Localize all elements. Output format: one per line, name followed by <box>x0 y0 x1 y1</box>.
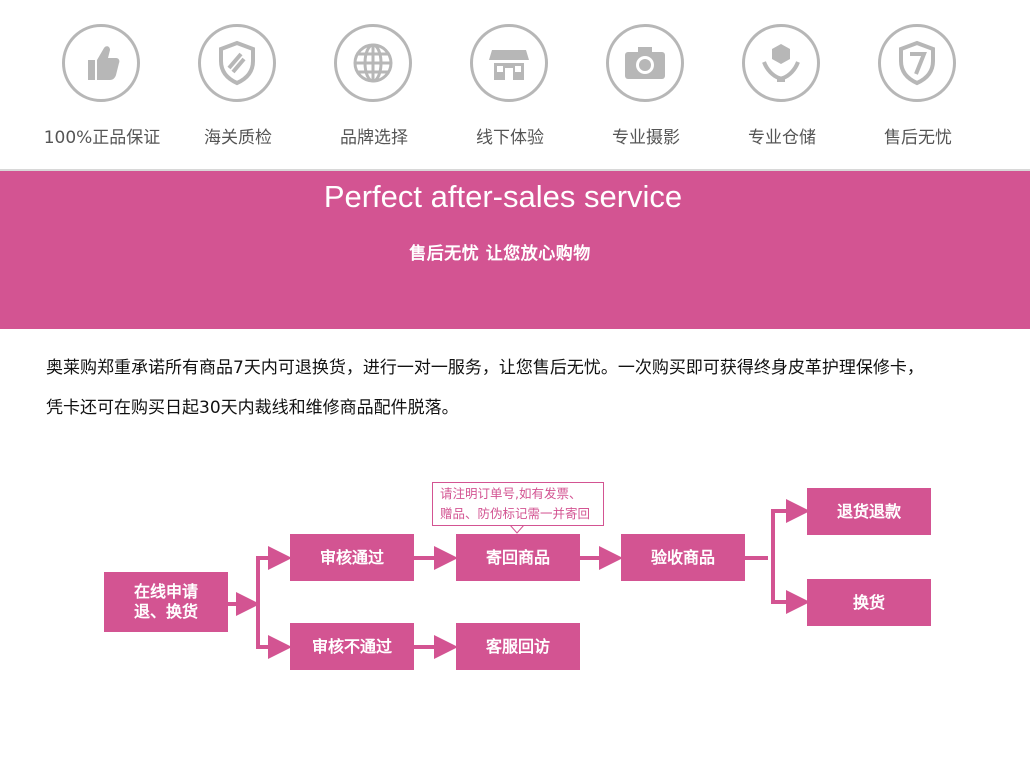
apply-return-line: 退、换货 <box>133 602 198 621</box>
globe-icon <box>334 24 412 102</box>
divider <box>0 169 1030 171</box>
service-banner: Perfect after-sales service 售后无忧 让您放心购物 <box>0 171 1030 329</box>
feature-label: 品牌选择 <box>340 128 408 148</box>
camera-icon <box>606 24 684 102</box>
features-row: 100%正品保证 海关质检 品牌选择 线下体验 专业摄影 专业仓储 售后无忧 <box>0 0 1030 170</box>
return-note: 请注明订单号,如有发票、 赠品、防伪标记需一并寄回 <box>432 482 604 526</box>
feature-photography: 专业摄影 <box>578 24 714 164</box>
feature-label: 专业仓储 <box>748 128 816 148</box>
feature-authentic: 100%正品保证 <box>34 24 170 164</box>
inspect-goods-box: 验收商品 <box>621 534 745 581</box>
return-flowchart: 在线申请 退、换货 审核通过 审核不通过 寄回商品 客服回访 验收商品 退货退款… <box>0 470 1030 700</box>
feature-customs: 海关质检 <box>170 24 306 164</box>
approved-box: 审核通过 <box>290 534 414 581</box>
banner-subtitle: 售后无忧 让您放心购物 <box>409 244 591 264</box>
description-line: 凭卡还可在购买日起30天内裁线和维修商品配件脱落。 <box>46 398 459 418</box>
store-icon <box>470 24 548 102</box>
return-goods-box: 寄回商品 <box>456 534 580 581</box>
feature-label: 售后无忧 <box>884 128 952 148</box>
feature-brand: 品牌选择 <box>306 24 442 164</box>
banner-title: Perfect after-sales service <box>323 179 683 214</box>
feature-label: 专业摄影 <box>612 128 680 148</box>
apply-return-box: 在线申请 退、换货 <box>104 572 228 632</box>
apply-return-line: 在线申请 <box>133 582 198 601</box>
note-line: 赠品、防伪标记需一并寄回 <box>440 506 591 521</box>
refund-box: 退货退款 <box>807 488 931 535</box>
shield-icon <box>198 24 276 102</box>
exchange-box: 换货 <box>807 579 931 626</box>
rejected-box: 审核不通过 <box>290 623 414 670</box>
service-description: 奥莱购郑重承诺所有商品7天内可退换货，进行一对一服务，让您售后无忧。一次购买即可… <box>46 348 996 428</box>
feature-label: 线下体验 <box>476 128 544 148</box>
feature-warehouse: 专业仓储 <box>714 24 850 164</box>
note-line: 请注明订单号,如有发票、 <box>440 486 582 501</box>
feature-offline: 线下体验 <box>442 24 578 164</box>
thumbs-up-icon <box>62 24 140 102</box>
feature-label: 100%正品保证 <box>43 128 161 148</box>
description-line: 奥莱购郑重承诺所有商品7天内可退换货，进行一对一服务，让您售后无忧。一次购买即可… <box>46 358 924 378</box>
seven-day-shield-icon <box>878 24 956 102</box>
warehouse-box-icon <box>742 24 820 102</box>
customer-service-box: 客服回访 <box>456 623 580 670</box>
feature-label: 海关质检 <box>204 128 272 148</box>
feature-aftersales: 售后无忧 <box>850 24 986 164</box>
flow-connectors <box>228 499 810 659</box>
